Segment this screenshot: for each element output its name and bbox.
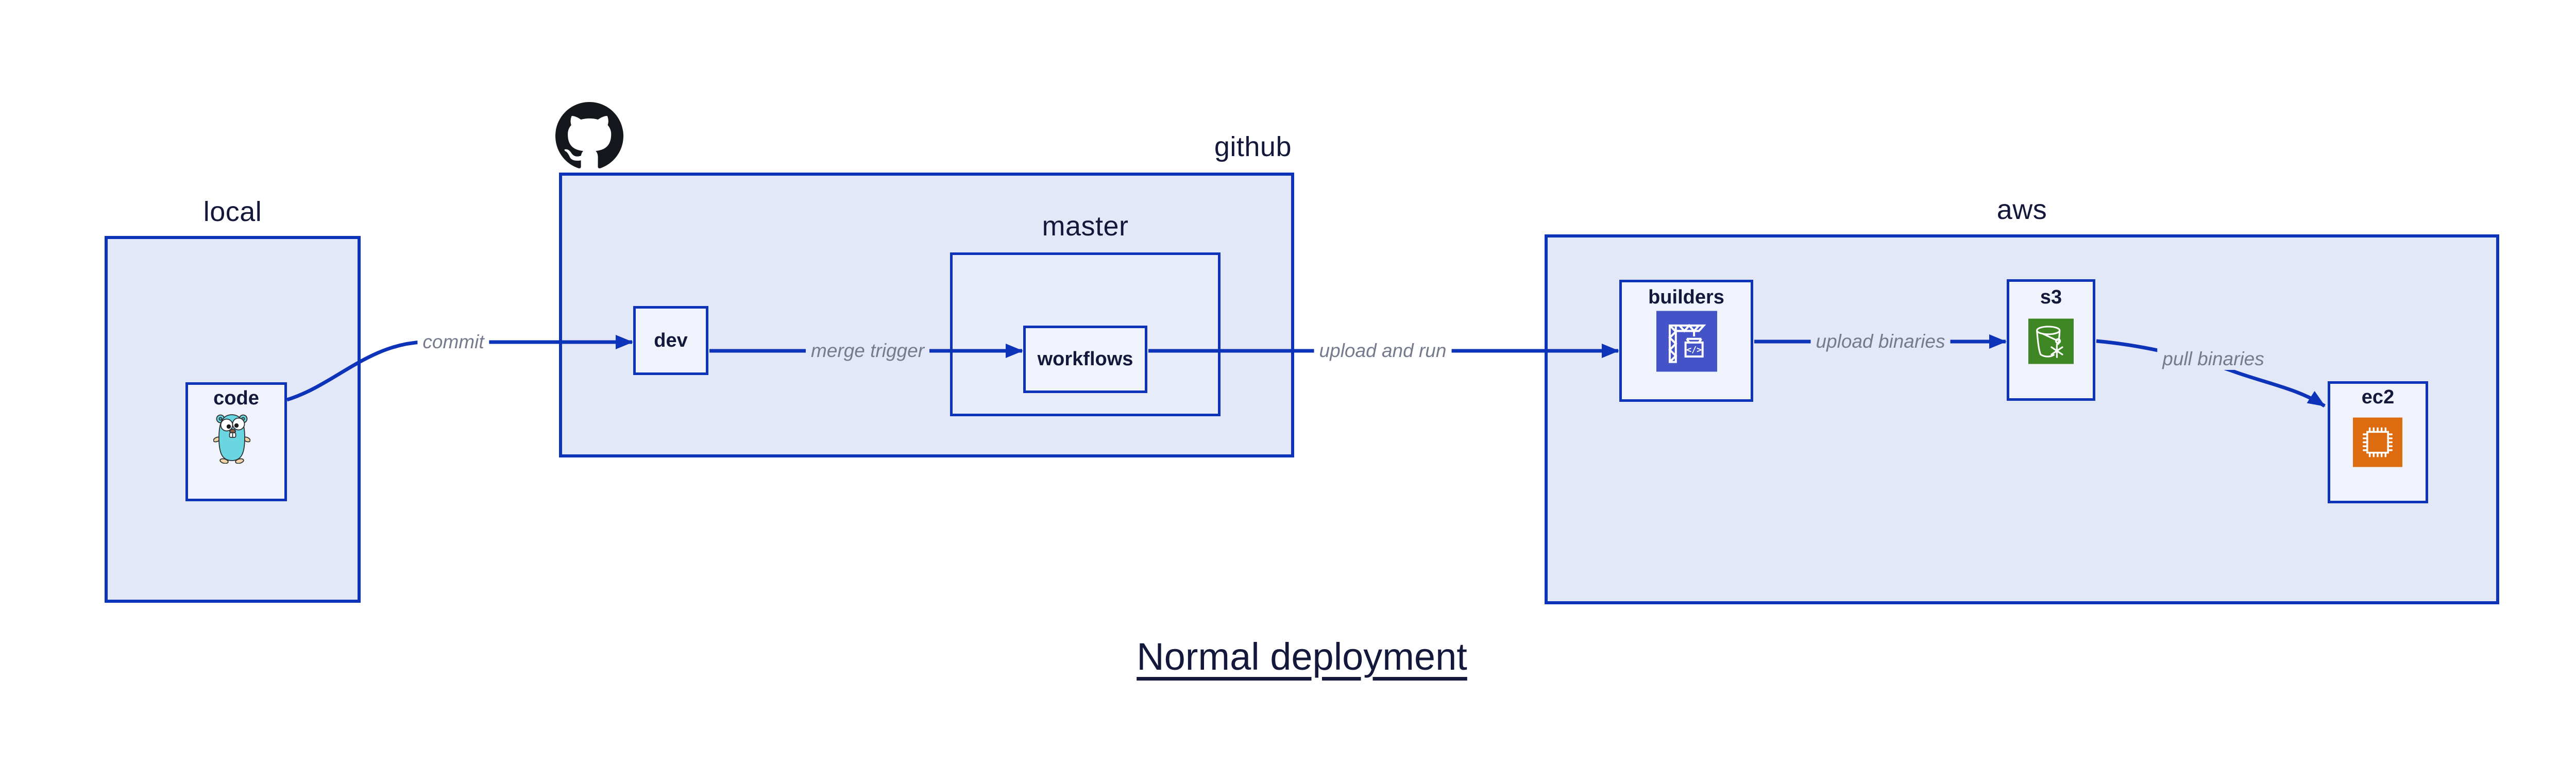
codebuild-crane-icon: </> (1656, 311, 1717, 375)
node-label-s3: s3 (2040, 286, 2062, 308)
node-label-workflows: workflows (1037, 348, 1133, 370)
svg-text:</>: </> (1686, 345, 1702, 354)
node-box-dev (633, 306, 708, 375)
node-label-ec2: ec2 (2361, 386, 2395, 408)
node-box-workflows (1023, 326, 1147, 393)
diagram-title-text: Normal deployment (1137, 635, 1467, 678)
edge-upload-and-run-label: upload and run (1314, 340, 1452, 362)
node-label-code: code (213, 387, 259, 409)
group-label-github: github (1214, 131, 1292, 162)
edge-pull-binaries-label: pull binaries (2157, 348, 2269, 370)
node-label-dev: dev (654, 329, 688, 351)
s3-glacier-bucket-icon (2028, 318, 2074, 367)
github-octocat-icon (555, 102, 623, 170)
edge-merge-trigger-label: merge trigger (805, 340, 930, 362)
ec2-chip-icon (2353, 417, 2402, 470)
diagram-title: Normal deployment (0, 635, 2576, 678)
group-label-local: local (203, 196, 262, 227)
node-label-builders: builders (1648, 286, 1724, 308)
group-label-aws: aws (1996, 194, 2047, 225)
group-label-master: master (1042, 211, 1129, 242)
go-gopher-icon (213, 412, 251, 466)
edge-upload-binaries-label: upload binaries (1810, 331, 1951, 352)
edge-commit-label: commit (417, 331, 489, 353)
